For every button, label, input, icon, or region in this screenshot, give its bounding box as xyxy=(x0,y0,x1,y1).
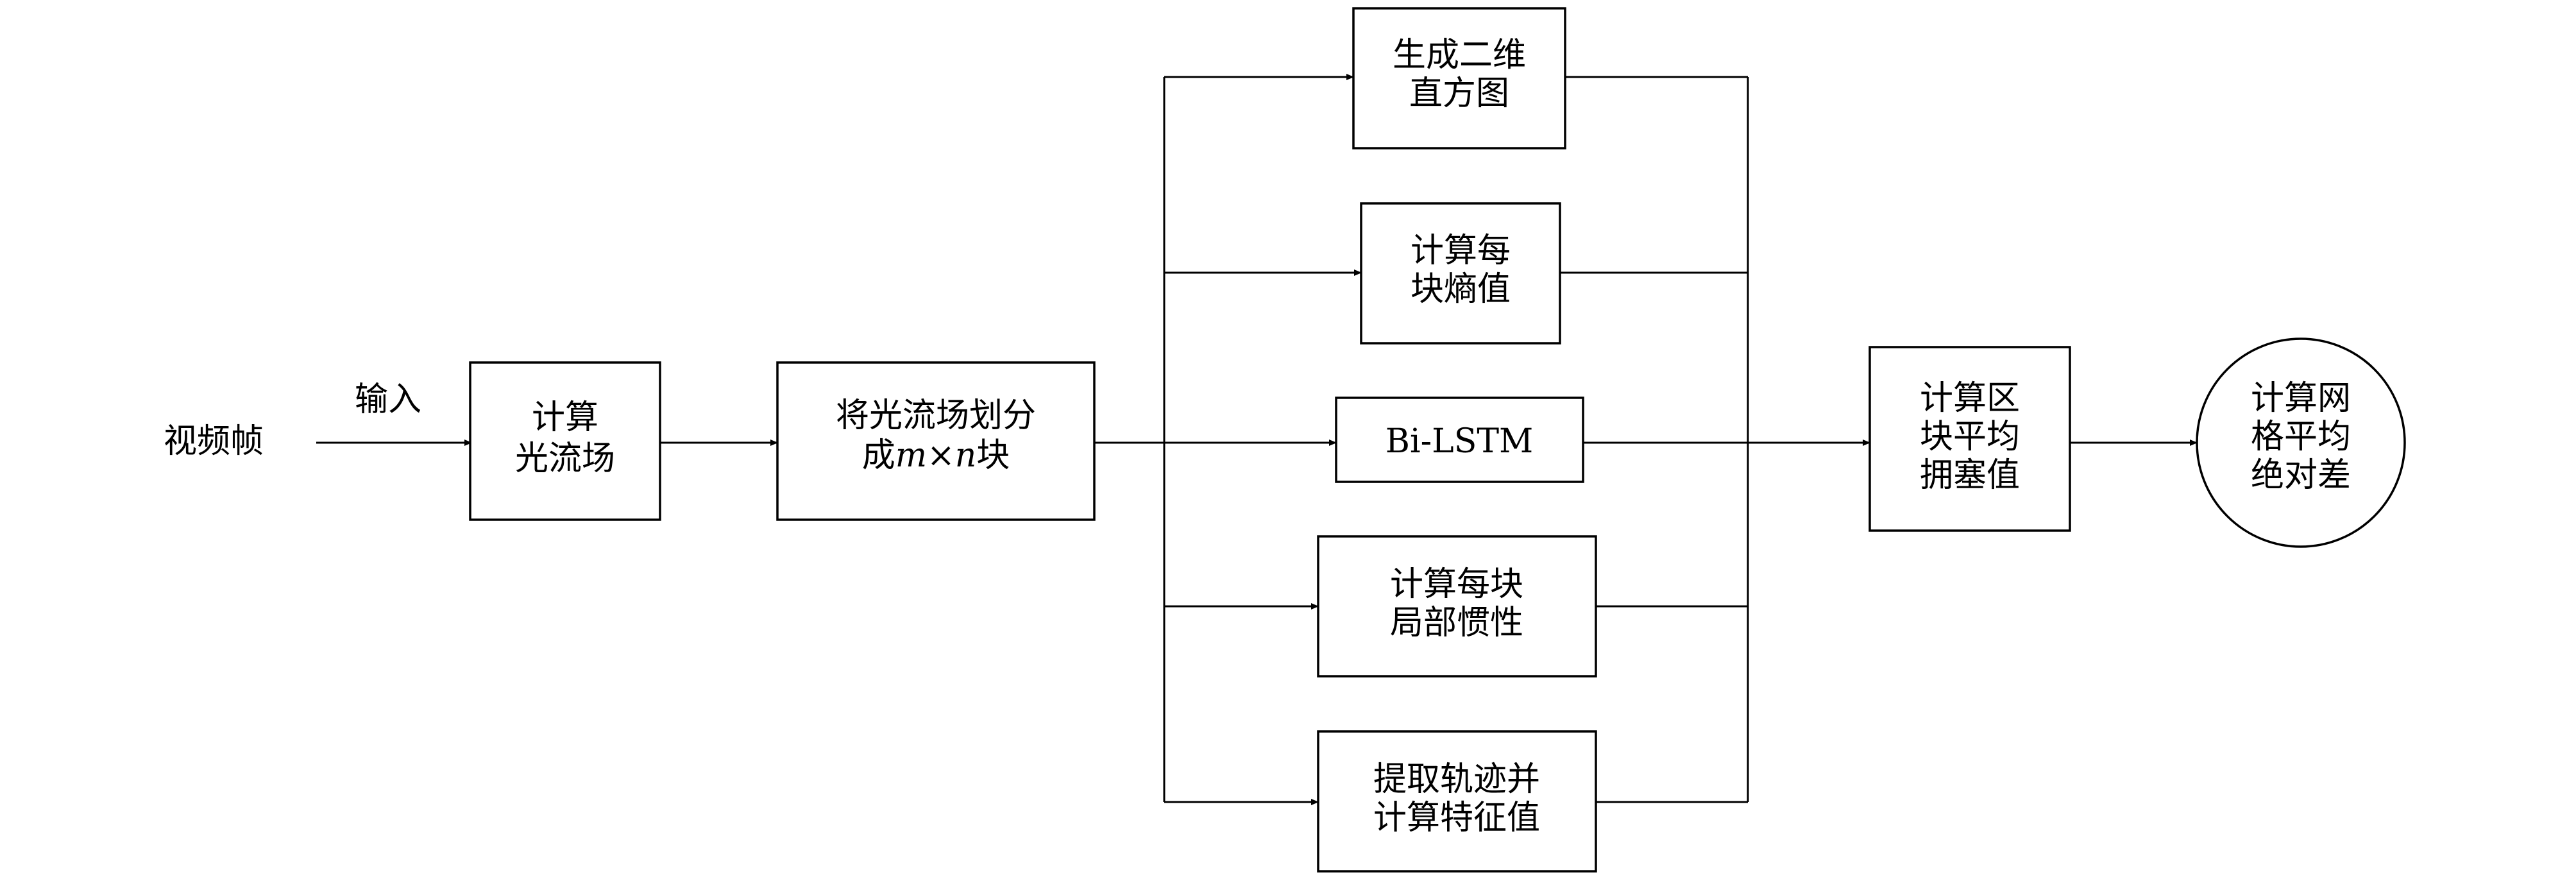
region-average-line-2: 块平均 xyxy=(1920,418,2020,456)
optical-flow-line-1: 计算 xyxy=(532,398,598,437)
optical-flow-line-2: 光流场 xyxy=(515,440,615,478)
partition-line-1: 将光流场划分 xyxy=(836,397,1036,435)
entropy-node: 计算每 块熵值 xyxy=(1360,202,1561,345)
input-source-label: 视频帧 xyxy=(164,422,264,461)
region-average-node: 计算区 块平均 拥塞值 xyxy=(1868,346,2071,532)
input-edge-label: 输入 xyxy=(355,380,421,419)
trajectory-line-1: 提取轨迹并 xyxy=(1373,760,1540,799)
histogram-node: 生成二维 直方图 xyxy=(1352,7,1566,149)
final-output-line-1: 计算网 xyxy=(2251,379,2351,418)
histogram-line-2: 直方图 xyxy=(1409,74,1509,113)
entropy-line-1: 计算每 xyxy=(1411,232,1511,270)
region-average-line-3: 拥塞值 xyxy=(1920,456,2020,495)
bilstm-label: Bi-LSTM xyxy=(1385,422,1534,461)
final-output-node: 计算网 格平均 绝对差 xyxy=(2196,337,2406,548)
histogram-line-1: 生成二维 xyxy=(1393,36,1526,74)
bilstm-node: Bi-LSTM xyxy=(1335,397,1584,483)
partition-line-2: 成m×n块 xyxy=(862,436,1010,475)
optical-flow-node: 计算 光流场 xyxy=(469,361,661,521)
final-output-line-2: 格平均 xyxy=(2251,418,2351,456)
inertia-line-2: 局部惯性 xyxy=(1390,604,1523,642)
entropy-line-2: 块熵值 xyxy=(1411,270,1511,309)
region-average-line-1: 计算区 xyxy=(1920,379,2020,418)
inertia-line-1: 计算每块 xyxy=(1390,565,1523,604)
trajectory-line-2: 计算特征值 xyxy=(1373,799,1540,837)
partition-node: 将光流场划分 成m×n块 xyxy=(776,361,1096,521)
trajectory-node: 提取轨迹并 计算特征值 xyxy=(1317,730,1597,873)
inertia-node: 计算每块 局部惯性 xyxy=(1317,535,1597,678)
final-output-line-3: 绝对差 xyxy=(2251,456,2351,495)
